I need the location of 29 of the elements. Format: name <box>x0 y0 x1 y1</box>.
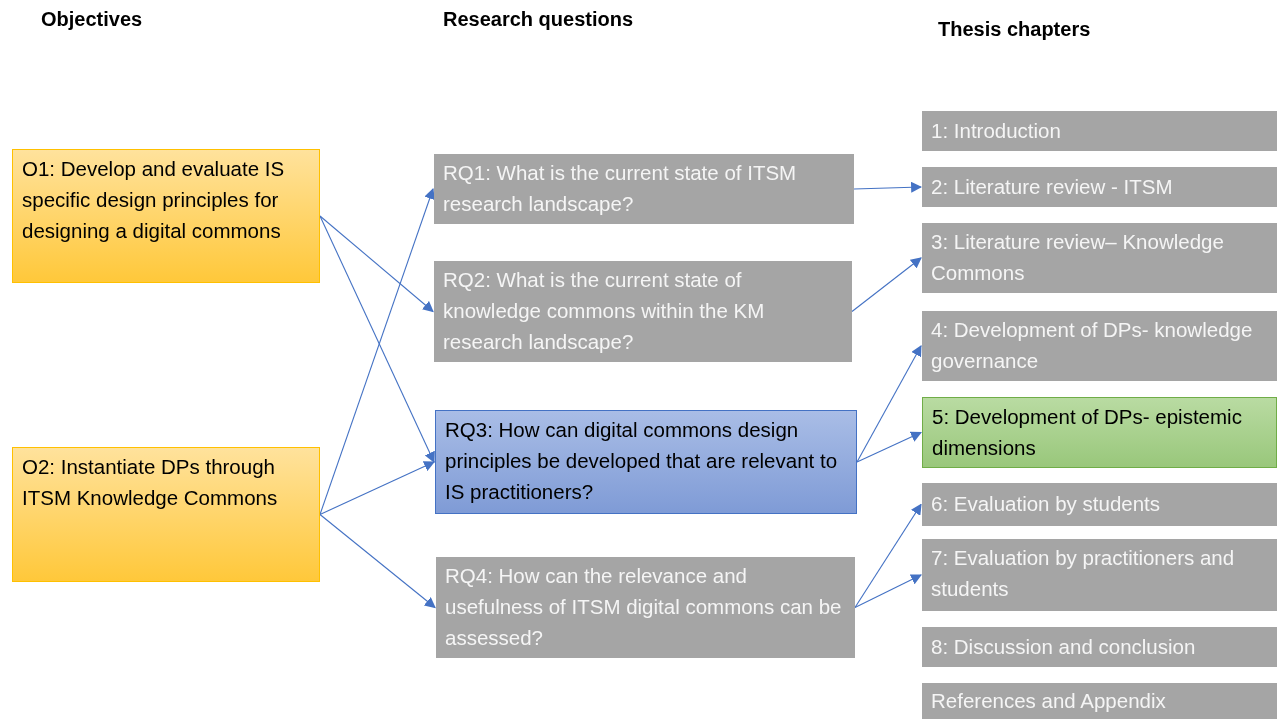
arrow <box>319 215 434 313</box>
arrow <box>856 345 922 463</box>
arrow <box>853 181 923 193</box>
arrow <box>319 187 435 516</box>
arrow <box>854 574 922 609</box>
arrow <box>856 431 922 463</box>
arrow <box>854 503 922 609</box>
question-box: RQ1: What is the current state of ITSM research landscape? <box>434 154 854 224</box>
objective-box: O2: Instantiate DPs through ITSM Knowledge Commons <box>12 447 320 582</box>
arrow <box>851 257 922 313</box>
chapter-box: 1: Introduction <box>922 111 1277 151</box>
arrow <box>319 513 436 609</box>
chapter-box: References and Appendix <box>922 683 1277 719</box>
objective-box: O1: Develop and evaluate IS specific design principles for designing a digital commons <box>12 149 320 283</box>
arrow <box>319 215 435 463</box>
column-heading: Research questions <box>443 8 634 31</box>
column-heading: Objectives <box>41 8 143 31</box>
arrow <box>319 461 435 516</box>
question-box: RQ4: How can the relevance and usefulness of ITSM digital commons can be assessed? <box>436 557 855 658</box>
chapter-box: 6: Evaluation by students <box>922 483 1277 526</box>
chapter-box: 8: Discussion and conclusion <box>922 627 1277 667</box>
chapter-box: 7: Evaluation by practitioners and students <box>922 539 1277 611</box>
chapter-box: 5: Development of DPs- epistemic dimensions <box>922 397 1277 468</box>
chapter-box: 2: Literature review - ITSM <box>922 167 1277 207</box>
column-heading: Thesis chapters <box>938 18 1091 41</box>
chapter-box: 4: Development of DPs- knowledge governance <box>922 311 1277 381</box>
chapter-box: 3: Literature review– Knowledge Commons <box>922 223 1277 293</box>
question-box: RQ3: How can digital commons design principles be developed that are relevant to IS practitioners? <box>435 410 857 514</box>
question-box: RQ2: What is the current state of knowledge commons within the KM research landscape? <box>434 261 852 362</box>
